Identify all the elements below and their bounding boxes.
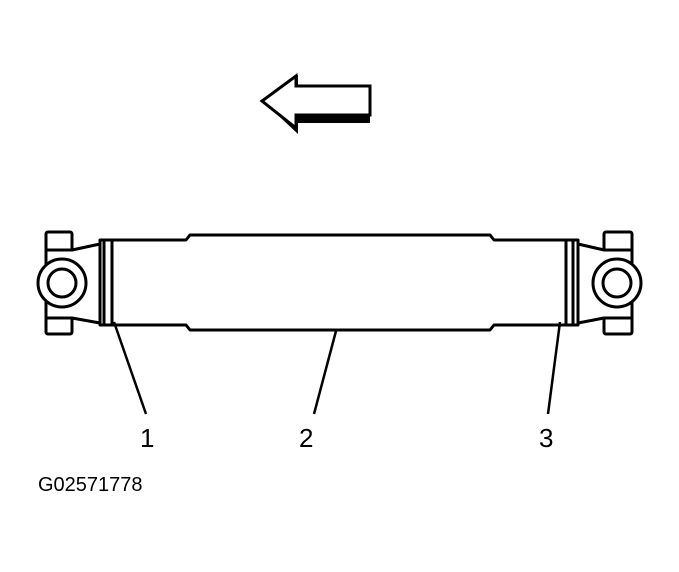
left-end-collar [100,238,114,327]
leader-lines [112,321,562,415]
right-trunnion-inner [601,267,633,299]
leader-line-3 [546,321,562,415]
left-trunnion-inner [46,267,78,299]
right-end-collar [564,238,578,327]
right-universal-joint [576,230,643,336]
shaft-tube [98,233,580,332]
leader-line-2 [312,330,338,415]
left-universal-joint [36,230,102,336]
callout-1: 1 [140,423,154,453]
callout-2: 2 [299,423,313,453]
figure-id: G02571778 [38,474,143,496]
arrow-left-icon [259,73,372,134]
leader-line-1 [112,321,148,415]
arrow-outline [259,73,372,132]
driveshaft [36,230,643,336]
callout-3: 3 [539,423,553,453]
